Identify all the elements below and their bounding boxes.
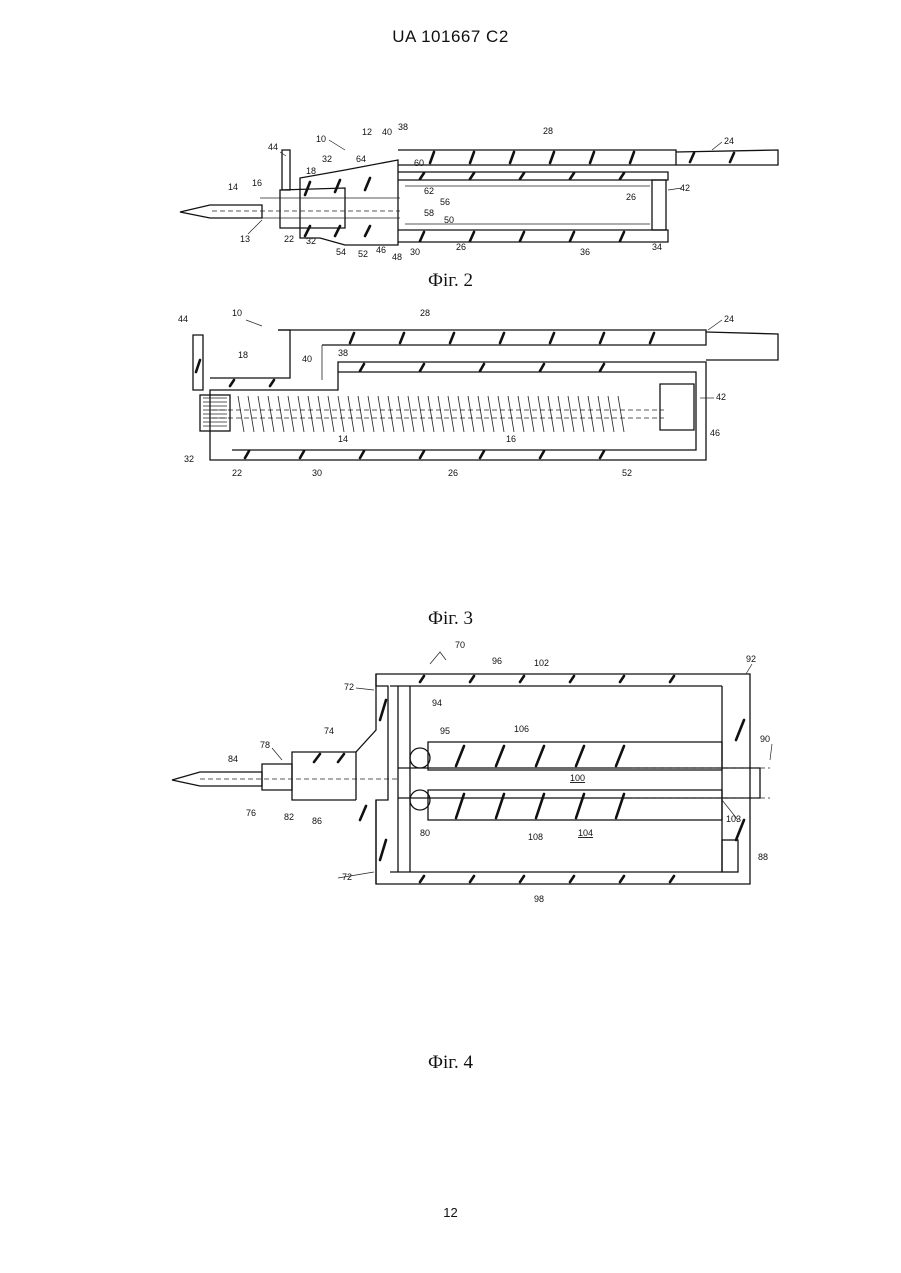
figure-2-ref-label: 64 [356, 154, 366, 164]
figure-2-ref-label: 58 [424, 208, 434, 218]
figure-4-ref-label: 106 [514, 724, 529, 734]
figure-2-ref-label: 36 [580, 247, 590, 257]
figure-3-ref-label: 16 [506, 434, 516, 444]
figure-4-ref-label: 104 [578, 828, 593, 838]
page-number: 12 [0, 1205, 901, 1220]
figure-4-ref-label: 88 [758, 852, 768, 862]
figure-2-ref-label: 28 [543, 126, 553, 136]
document-header: UA 101667 C2 [0, 27, 901, 47]
figure-2-labels: 10 12 40 38 28 24 44 32 64 60 18 62 56 5… [228, 122, 734, 262]
figure-2-ref-label: 46 [376, 245, 386, 255]
figure-2-ref-label: 24 [724, 136, 734, 146]
figure-3-ref-label: 52 [622, 468, 632, 478]
figure-2-ref-label: 16 [252, 178, 262, 188]
figure-4-ref-label: 78 [260, 740, 270, 750]
figure-4-ref-label: 102 [534, 658, 549, 668]
figure-2-ref-label: 54 [336, 247, 346, 257]
figure-3-ref-label: 30 [312, 468, 322, 478]
figure-2-ref-label: 26 [626, 192, 636, 202]
figure-2-ref-label: 60 [414, 158, 424, 168]
figure-2-ref-label: 18 [306, 166, 316, 176]
figure-3-ref-label: 10 [232, 308, 242, 318]
figure-4-ref-label: 94 [432, 698, 442, 708]
figure-4-ref-label: 90 [760, 734, 770, 744]
figure-2-caption: Фіг. 2 [0, 270, 901, 292]
figure-3-ref-label: 22 [232, 468, 242, 478]
figure-2-ref-label: 34 [652, 242, 662, 252]
figure-4-ref-label: 95 [440, 726, 450, 736]
figure-4-ref-label: 72 [344, 682, 354, 692]
figure-2-ref-label: 56 [440, 197, 450, 207]
figure-3-ref-label: 28 [420, 308, 430, 318]
figure-2-ref-label: 14 [228, 182, 238, 192]
figure-2-ref-label: 30 [410, 247, 420, 257]
figure-4-ref-label: 100 [570, 773, 585, 783]
figure-4-ref-label: 108 [528, 832, 543, 842]
figure-3-ref-label: 42 [716, 392, 726, 402]
figure-4-ref-label: 84 [228, 754, 238, 764]
figure-2-ref-label: 32 [306, 236, 316, 246]
figure-4-ref-label: 92 [746, 654, 756, 664]
figure-3-drawing: 44 10 28 24 18 40 38 42 46 32 22 30 14 1… [0, 305, 901, 480]
figure-4-ref-label: 70 [455, 640, 465, 650]
figure-2-ref-label: 38 [398, 122, 408, 132]
figure-2-ref-label: 40 [382, 127, 392, 137]
figure-2-ref-label: 44 [268, 142, 278, 152]
figure-4-ref-label: 76 [246, 808, 256, 818]
figure-3-ref-label: 40 [302, 354, 312, 364]
figure-2-ref-label: 48 [392, 252, 402, 262]
figure-3-ref-label: 32 [184, 454, 194, 464]
figure-4-ref-label: 98 [534, 894, 544, 904]
figure-2-ref-label: 32 [322, 154, 332, 164]
figure-2-ref-label: 12 [362, 127, 372, 137]
figure-2-ref-label: 50 [444, 215, 454, 225]
figure-3-ref-label: 26 [448, 468, 458, 478]
figure-3-caption: Фіг. 3 [0, 608, 901, 630]
figure-2-ref-label: 62 [424, 186, 434, 196]
figure-2-ref-label: 52 [358, 249, 368, 259]
figure-2-ref-label: 26 [456, 242, 466, 252]
figure-4-drawing: 70 96 102 92 72 94 74 95 106 90 78 84 10… [0, 640, 901, 910]
figure-4-ref-label: 74 [324, 726, 334, 736]
figure-3-ref-label: 24 [724, 314, 734, 324]
figure-4-caption: Фіг. 4 [0, 1052, 901, 1074]
figure-3-ref-label: 14 [338, 434, 348, 444]
figure-3-ref-label: 46 [710, 428, 720, 438]
figure-4-ref-label: 82 [284, 812, 294, 822]
figure-2-ref-label: 10 [316, 134, 326, 144]
figure-4-labels: 70 96 102 92 72 94 74 95 106 90 78 84 10… [228, 640, 770, 904]
figure-2-ref-label: 13 [240, 234, 250, 244]
figure-4-ref-label: 80 [420, 828, 430, 838]
figure-2-drawing: 10 12 40 38 28 24 44 32 64 60 18 62 56 5… [0, 120, 901, 270]
figure-4-ref-label: 86 [312, 816, 322, 826]
figure-3-ref-label: 18 [238, 350, 248, 360]
figure-4-ref-label: 103 [726, 814, 741, 824]
figure-4-ref-label: 96 [492, 656, 502, 666]
figure-3-labels: 44 10 28 24 18 40 38 42 46 32 22 30 14 1… [178, 308, 734, 478]
figure-2-ref-label: 22 [284, 234, 294, 244]
figure-3-ref-label: 38 [338, 348, 348, 358]
figure-3-ref-label: 44 [178, 314, 188, 324]
